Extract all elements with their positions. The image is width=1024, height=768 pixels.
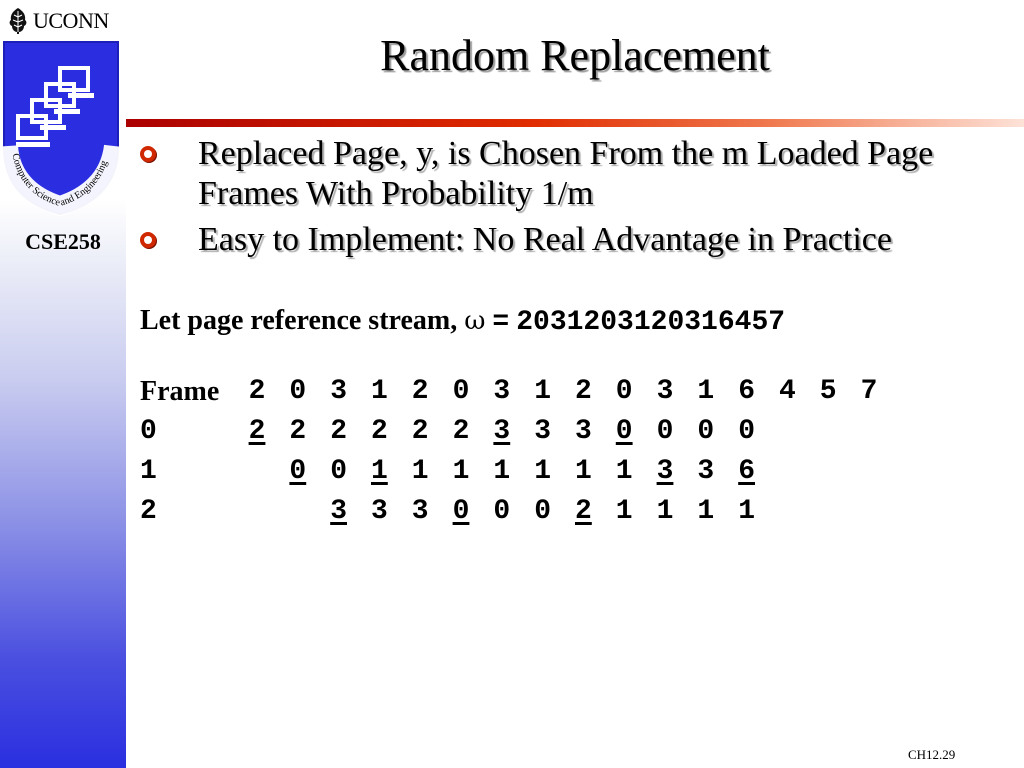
bullet-text: Replaced Page, y, is Chosen From the m L… xyxy=(198,135,934,212)
frame-cell: 1 xyxy=(574,456,592,487)
frame-cell: 0 xyxy=(697,416,715,447)
frame-cell: 3 xyxy=(656,456,674,487)
reference-cell: 3 xyxy=(330,376,347,407)
frame-cell: 1 xyxy=(656,496,674,527)
page-title: Random Replacement xyxy=(380,31,770,80)
reference-cell: 2 xyxy=(248,376,266,407)
stream-value: 2031203120316457 xyxy=(516,307,786,338)
frame-cell: 1 xyxy=(615,496,633,527)
frame-cell: 1 xyxy=(697,496,715,527)
slide-number: CH12.29 xyxy=(908,747,956,762)
reference-cell: 1 xyxy=(534,376,551,407)
omega-symbol: ω xyxy=(464,306,486,336)
frame-cell: 1 xyxy=(493,456,511,487)
reference-cell: 6 xyxy=(738,376,755,407)
reference-stream: Let page reference stream, ω = 203120312… xyxy=(140,305,785,338)
reference-cell: 2 xyxy=(574,376,592,407)
reference-cell: 1 xyxy=(370,376,388,407)
frame-cell: 2 xyxy=(411,416,429,447)
uconn-wordmark: UCONN xyxy=(33,8,109,33)
reference-cell: 1 xyxy=(697,376,715,407)
reference-cell: 0 xyxy=(452,376,470,407)
reference-cell: 3 xyxy=(656,376,674,407)
course-code: CSE258 xyxy=(25,229,101,254)
stream-prefix: Let page reference stream, xyxy=(140,305,458,336)
title-divider xyxy=(126,119,1024,127)
frame-cell: 6 xyxy=(738,456,755,487)
frame-cell: 2 xyxy=(289,416,307,447)
frame-cell: 3 xyxy=(534,416,551,447)
ring-bullet-icon xyxy=(140,146,157,163)
frame-cell: 1 xyxy=(615,456,633,487)
frame-cell: 0 xyxy=(656,416,674,447)
frame-label: 1 xyxy=(140,456,157,487)
frame-cell: 3 xyxy=(330,496,347,527)
frame-label: 2 xyxy=(140,496,157,527)
reference-cell: 0 xyxy=(289,376,307,407)
reference-cell: 5 xyxy=(819,376,837,407)
frame-cell: 2 xyxy=(330,416,347,447)
reference-cell: 4 xyxy=(778,376,796,407)
frame-cell: 3 xyxy=(370,496,388,527)
frame-cell: 1 xyxy=(738,496,755,527)
frame-cell: 3 xyxy=(697,456,715,487)
frame-cell: 0 xyxy=(738,416,755,447)
reference-cell: 0 xyxy=(615,376,633,407)
bullet-text: Easy to Implement: No Real Advantage in … xyxy=(198,221,892,258)
bullet-item: Replaced Page, y, is Chosen From the m L… xyxy=(138,134,1018,214)
frame-cell: 3 xyxy=(411,496,429,527)
ring-bullet-icon xyxy=(140,232,157,249)
reference-cell: 3 xyxy=(493,376,511,407)
stream-equals: = xyxy=(492,307,510,338)
frame-header-label: Frame xyxy=(140,376,220,407)
frame-cell: 2 xyxy=(248,416,266,447)
frame-cell: 0 xyxy=(330,456,347,487)
frame-cell: 3 xyxy=(493,416,511,447)
frame-cell: 3 xyxy=(574,416,592,447)
frame-cell: 2 xyxy=(574,496,592,527)
frame-cell: 1 xyxy=(370,456,388,487)
frame-cell: 1 xyxy=(452,456,470,487)
frame-cell: 2 xyxy=(452,416,470,447)
frame-cell: 2 xyxy=(370,416,388,447)
frame-cell: 1 xyxy=(534,456,551,487)
reference-cell: 2 xyxy=(411,376,429,407)
oak-leaf-icon xyxy=(9,8,27,34)
frame-cell: 0 xyxy=(615,416,633,447)
frame-cell: 0 xyxy=(493,496,511,527)
frame-cell: 1 xyxy=(411,456,429,487)
frame-cell: 0 xyxy=(534,496,551,527)
reference-cell: 7 xyxy=(860,376,878,407)
frame-cell: 0 xyxy=(289,456,307,487)
frame-cell: 0 xyxy=(452,496,470,527)
uconn-brand: UCONN xyxy=(6,7,109,35)
bullet-item: Easy to Implement: No Real Advantage in … xyxy=(138,220,1018,260)
frame-label: 0 xyxy=(140,416,157,447)
cse-logo-icon: Computer Science and Engineering xyxy=(0,41,124,216)
bullet-list: Replaced Page, y, is Chosen From the m L… xyxy=(138,134,1018,266)
